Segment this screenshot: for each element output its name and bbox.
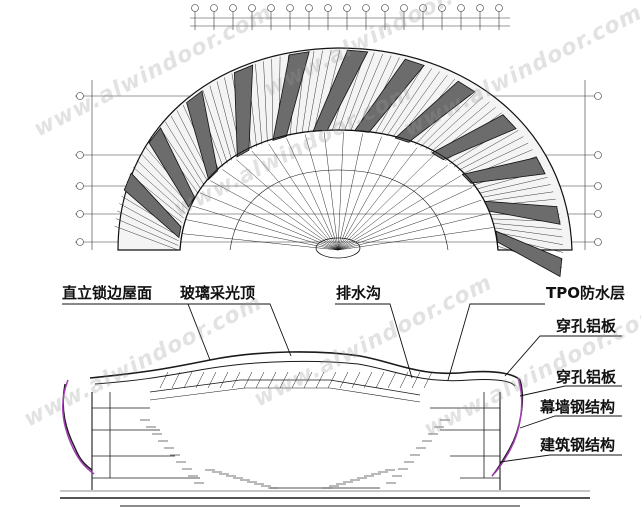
truss-member — [388, 372, 396, 388]
grid-bubble — [382, 5, 389, 12]
label-glass-skylight: 玻璃采光顶 — [180, 284, 255, 302]
grid-bubble — [595, 239, 602, 246]
grid-bubble — [344, 5, 351, 12]
grid-bubble — [77, 183, 84, 190]
truss-member — [208, 372, 216, 388]
dome-radial-line — [338, 200, 481, 250]
grid-bubble — [306, 5, 313, 12]
truss-member — [184, 372, 192, 388]
dome-radial-line — [192, 206, 339, 250]
grid-bubble — [477, 5, 484, 12]
grid-bubble — [496, 5, 503, 12]
grid-bubble — [595, 183, 602, 190]
grid-bubble — [595, 93, 602, 100]
grid-bubble — [595, 211, 602, 218]
dome-radial-line — [338, 134, 363, 251]
grid-bubble — [363, 5, 370, 12]
label-drainage-gutter: 排水沟 — [336, 284, 381, 302]
label-building-steel: 建筑钢结构 — [540, 436, 615, 454]
truss-member — [160, 372, 168, 388]
label-curtain-wall-steel: 幕墙钢结构 — [540, 398, 615, 416]
dome-radial-line — [338, 141, 400, 250]
truss-member — [220, 372, 228, 388]
grid-bubble — [77, 211, 84, 218]
grid-bubble — [77, 239, 84, 246]
truss-member — [412, 372, 420, 388]
label-perforated-panel-lower: 穿孔铝板 — [556, 368, 616, 386]
label-tpo-waterproof: TPO防水层 — [546, 284, 625, 302]
truss-member — [340, 372, 348, 388]
dome-radial-line — [338, 228, 493, 251]
dome-radial-line — [338, 148, 417, 250]
truss-member — [364, 372, 372, 388]
dome-radial-line — [338, 156, 433, 250]
dome-radial-line — [338, 132, 344, 250]
label-standing-seam-roof: 直立锁边屋面 — [62, 284, 152, 302]
grid-bubble — [595, 152, 602, 159]
truss-member — [376, 372, 384, 388]
grid-bubble — [77, 152, 84, 159]
truss-member — [352, 372, 360, 388]
grid-bubble — [230, 5, 237, 12]
dome-radial-line — [185, 220, 338, 251]
grid-bubble — [211, 5, 218, 12]
label-perforated-panel-upper: 穿孔铝板 — [556, 317, 616, 335]
dome-radial-line — [338, 176, 461, 250]
truss-member — [424, 372, 432, 388]
grid-bubble — [325, 5, 332, 12]
dome-radial-line — [338, 188, 472, 251]
dome-radial-line — [338, 214, 488, 251]
grid-bubble — [287, 5, 294, 12]
grid-bubble — [192, 5, 199, 12]
